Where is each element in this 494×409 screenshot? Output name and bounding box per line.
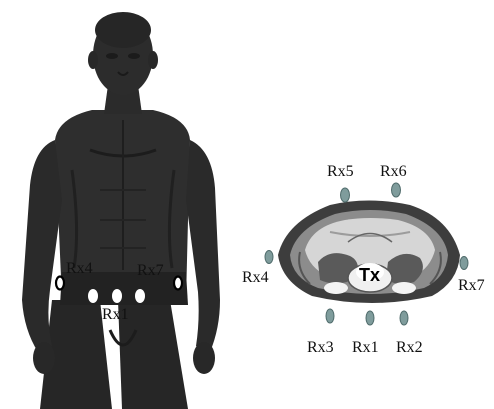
cross-section bbox=[278, 201, 460, 304]
body-sensor-rx1-center bbox=[112, 289, 122, 303]
body-sensor-rx7 bbox=[174, 277, 182, 290]
body-label-rx4: Rx4 bbox=[66, 261, 93, 277]
cs-label-rx4: Rx4 bbox=[242, 270, 269, 286]
cs-label-rx7: Rx7 bbox=[458, 278, 485, 294]
cs-sensor-rx4 bbox=[265, 251, 273, 264]
cs-label-rx2: Rx2 bbox=[396, 340, 423, 356]
body-sensor-rx4 bbox=[56, 277, 64, 290]
body-sensor-rx1-left bbox=[88, 289, 98, 303]
cs-sensor-rx1 bbox=[366, 311, 374, 325]
body-label-rx7: Rx7 bbox=[137, 263, 164, 279]
cs-label-rx1: Rx1 bbox=[352, 340, 379, 356]
human-body-model bbox=[22, 12, 220, 409]
body-label-rx1: Rx1 bbox=[102, 307, 129, 323]
cs-label-rx6: Rx6 bbox=[380, 164, 407, 180]
cs-label-tx: Tx bbox=[359, 266, 380, 284]
body-sensor-rx1-right bbox=[135, 289, 145, 303]
cs-sensor-rx3 bbox=[326, 309, 334, 323]
cs-sensor-rx6 bbox=[392, 183, 401, 197]
cs-label-rx5: Rx5 bbox=[327, 164, 354, 180]
cs-label-rx3: Rx3 bbox=[307, 340, 334, 356]
cs-sensor-rx7 bbox=[460, 257, 468, 270]
cs-sensor-rx5 bbox=[341, 188, 350, 202]
cs-sensor-rx2 bbox=[400, 311, 408, 325]
